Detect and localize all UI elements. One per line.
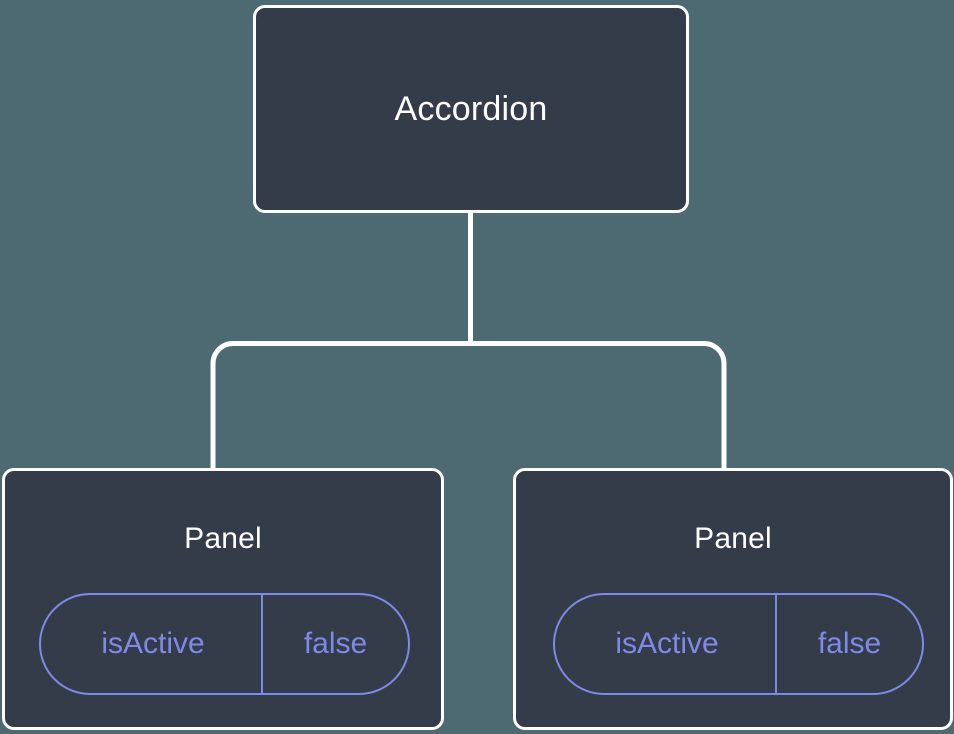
node-panel-1[interactable]: Panel isActive false <box>2 468 444 730</box>
prop-value-label: false <box>817 627 882 660</box>
prop-value-label: false <box>303 627 368 660</box>
node-title-panel-2: Panel <box>694 522 772 555</box>
node-panel-2[interactable]: Panel isActive false <box>513 468 953 730</box>
node-title-panel-1: Panel <box>184 522 262 555</box>
prop-key-label: isActive <box>555 595 777 693</box>
prop-badge-isactive-2[interactable]: isActive false <box>553 593 924 695</box>
edge-branch-right <box>470 341 727 470</box>
prop-badge-isactive-1[interactable]: isActive false <box>39 593 410 695</box>
edge-branch-left <box>210 341 471 470</box>
node-accordion[interactable]: Accordion <box>253 5 689 213</box>
prop-key-label: isActive <box>41 595 263 693</box>
node-title-accordion: Accordion <box>394 90 548 128</box>
